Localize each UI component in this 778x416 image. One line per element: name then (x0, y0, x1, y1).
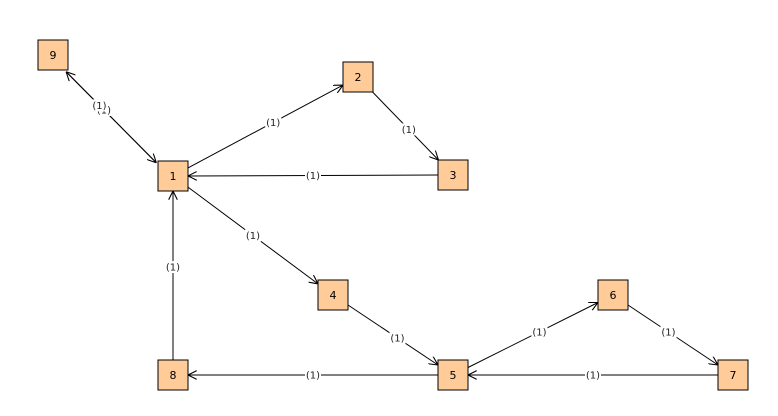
node-5[interactable]: 5 (437, 359, 469, 391)
edge-label-bg-1-to-4 (245, 229, 261, 242)
edge-label-6-to-7: (1) (661, 328, 675, 339)
edge-label-bg-7-to-5 (585, 369, 601, 381)
node-label-4: 4 (330, 289, 337, 302)
edge-9-to-1 (65, 71, 156, 163)
edge-label-bg-9-to-1 (91, 99, 108, 112)
edge-label-3-to-1: (1) (306, 171, 320, 182)
nodes-layer: 9 2 1 3 4 6 8 5 7 (37, 39, 749, 391)
edge-label-5-to-8: (1) (306, 371, 320, 382)
node-4[interactable]: 4 (317, 279, 349, 311)
edge-label-bg-6-to-7 (660, 326, 677, 338)
node-3[interactable]: 3 (437, 159, 469, 191)
node-label-2: 2 (355, 71, 362, 84)
edge-label-bg-5-to-6 (531, 325, 548, 338)
node-8[interactable]: 8 (157, 359, 189, 391)
node-9[interactable]: 9 (37, 39, 69, 71)
edge-label-7-to-5: (1) (586, 371, 600, 382)
node-label-5: 5 (450, 369, 457, 382)
node-box-7[interactable] (717, 359, 749, 391)
node-1[interactable]: 1 (157, 160, 189, 192)
edge-label-9-to-1: (1) (92, 101, 106, 112)
node-box-8[interactable] (157, 359, 189, 391)
edge-label-1-to-4: (1) (246, 231, 260, 242)
edge-label-bg-8-to-1 (165, 261, 181, 274)
node-label-7: 7 (730, 369, 737, 382)
edge-label-bg-2-to-3 (400, 123, 417, 136)
edge-label-5-to-6: (1) (532, 327, 546, 338)
node-label-9: 9 (50, 49, 57, 62)
node-box-2[interactable] (342, 61, 374, 93)
node-box-3[interactable] (437, 159, 469, 191)
edge-label-2-to-3: (1) (402, 125, 416, 136)
edges-layer (66, 72, 718, 375)
edge-label-8-to-1: (1) (166, 263, 180, 274)
node-label-1: 1 (170, 170, 177, 183)
node-label-6: 6 (610, 289, 617, 302)
node-6[interactable]: 6 (597, 279, 629, 311)
node-label-8: 8 (170, 369, 177, 382)
node-box-5[interactable] (437, 359, 469, 391)
edge-label-1-to-2: (1) (266, 118, 280, 129)
edge-labels-layer: (1)(1)(1)(1)(1)(1)(1)(1)(1)(1)(1)(1) (91, 99, 677, 382)
edge-label-bg-4-to-5 (389, 332, 406, 344)
edge-label-bg-3-to-1 (305, 169, 321, 182)
edge-label-bg-1-to-2 (265, 116, 282, 129)
edge-label-4-to-5: (1) (390, 334, 404, 345)
node-box-4[interactable] (317, 279, 349, 311)
node-box-1[interactable] (157, 160, 189, 192)
node-label-3: 3 (450, 169, 457, 182)
edge-label-bg-5-to-8 (305, 369, 321, 381)
node-box-6[interactable] (597, 279, 629, 311)
node-box-9[interactable] (37, 39, 69, 71)
node-2[interactable]: 2 (342, 61, 374, 93)
node-7[interactable]: 7 (717, 359, 749, 391)
